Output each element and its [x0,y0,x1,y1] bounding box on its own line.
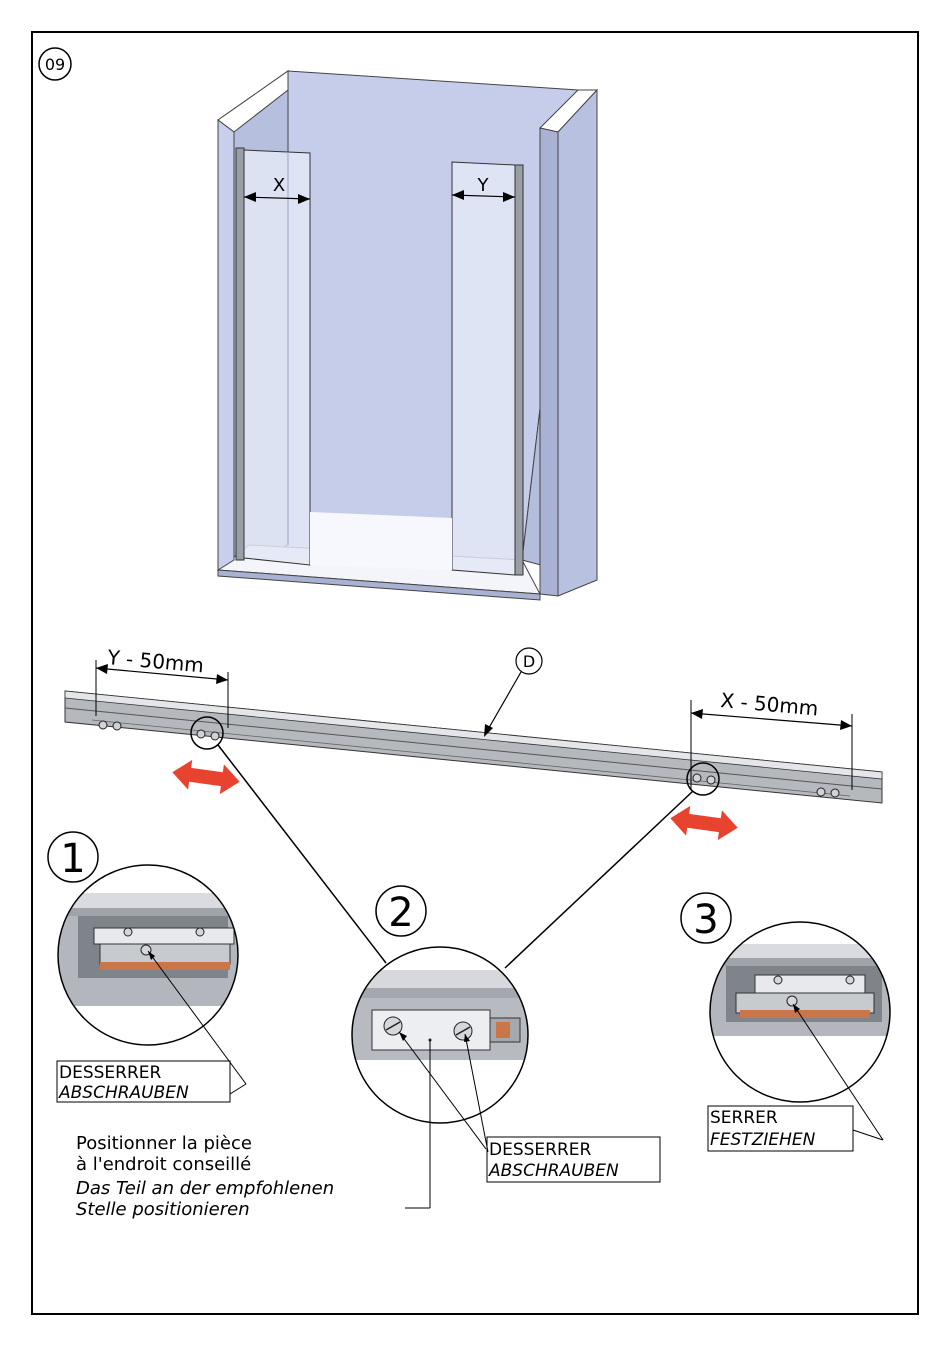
detail-2-line2: ABSCHRAUBEN [488,1161,619,1181]
note-fr-line1: Positionner la pièce [76,1133,252,1154]
note-de-line1: Das Teil an der empfohlenen [76,1178,334,1199]
detail-2-line1: DESSERRER [489,1140,592,1160]
left-red-arrow-icon [170,757,242,796]
detail-1: 1 DESSERRER ABSCHRAUBEN [48,832,246,1103]
detail-3: 3 SERRER FESTZIEHEN [681,893,898,1151]
detail-2-number: 2 [388,890,413,936]
rail-callout-label: D [523,652,535,671]
detail-1-line1: DESSERRER [59,1063,162,1083]
y-dimension-label: Y [477,175,490,196]
x-dimension-label: X [273,175,285,196]
right-offset-label: X - 50mm [720,688,820,720]
positioning-note: Positionner la pièce à l'endroit conseil… [76,1133,334,1220]
shower-enclosure: X Y [218,71,597,600]
detail-2: 2 DESSERRER ABSCHRAUBEN [350,886,660,1208]
detail-3-number: 3 [693,897,718,943]
detail-1-number: 1 [60,836,85,882]
left-offset-label: Y - 50mm [106,645,205,677]
step-number: 09 [45,55,65,74]
note-de-line2: Stelle positionieren [76,1199,250,1220]
detail-1-line2: ABSCHRAUBEN [58,1083,189,1103]
detail-3-line2: FESTZIEHEN [710,1130,816,1150]
right-red-arrow-icon [668,803,740,842]
detail-3-line1: SERRER [710,1108,778,1128]
step-badge: 09 [39,48,71,80]
note-fr-line2: à l'endroit conseillé [76,1154,251,1175]
